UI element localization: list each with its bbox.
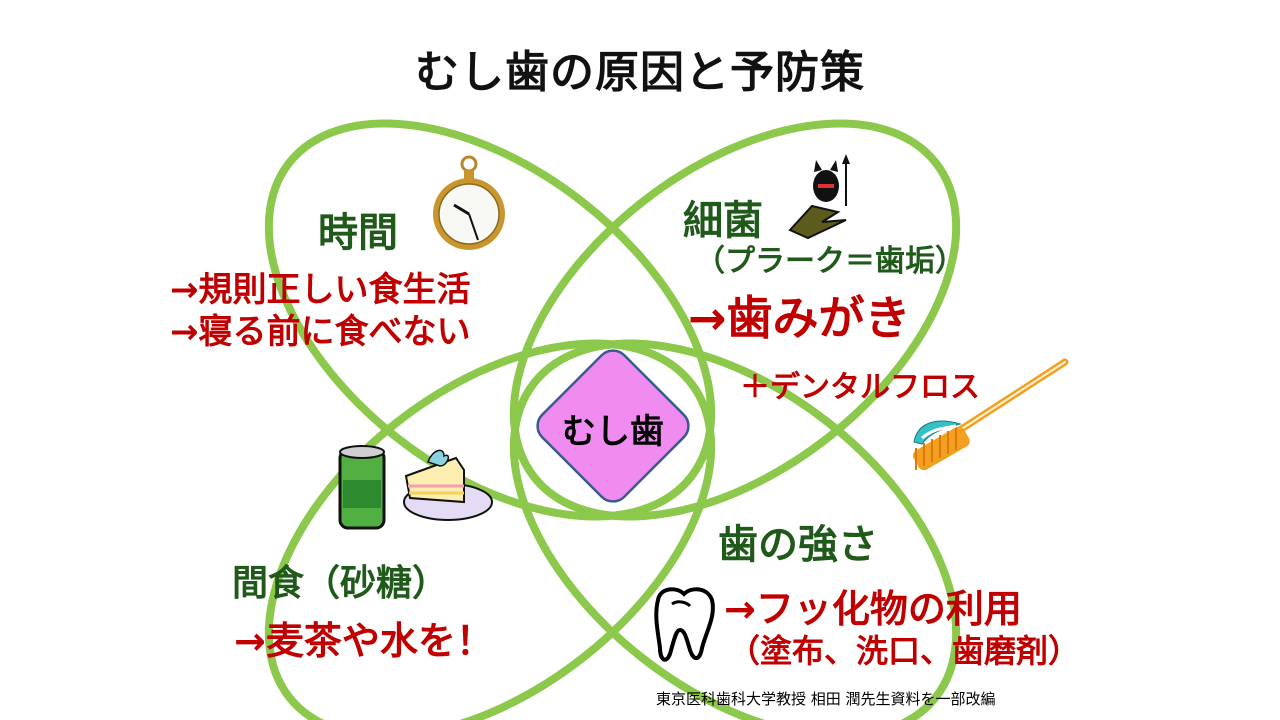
strength-heading: 歯の強さ [718, 522, 878, 568]
center-label: むし歯 [562, 412, 664, 452]
bacteria-extra: ＋デンタルフロス [740, 370, 980, 405]
ring-snacks [264, 339, 716, 720]
time-advice-2: →寝る前に食べない [170, 312, 471, 352]
cake-icon [403, 449, 493, 521]
bacteria-subheading: （プラーク＝歯垢） [695, 244, 965, 279]
bacteria-heading: 細菌 [683, 198, 763, 244]
ring-time [264, 119, 716, 521]
page-title: むし歯の原因と予防策 [415, 47, 865, 98]
soda-can-icon [338, 445, 386, 530]
center-diamond [536, 349, 690, 503]
time-heading: 時間 [318, 210, 398, 256]
toothbrush-icon [912, 358, 1069, 471]
credit-text: 東京医科歯科大学教授 相田 潤先生資料を一部改編 [656, 690, 996, 708]
time-advice-1: →規則正しい食生活 [170, 270, 471, 310]
snacks-advice: →麦茶や水を！ [234, 619, 494, 663]
snacks-heading: 間食（砂糖） [232, 563, 449, 604]
tooth-icon [654, 587, 715, 662]
strength-detail: （塗布、洗口、歯磨剤） [728, 632, 1081, 670]
ring-bacteria [509, 119, 961, 521]
pocket-watch-icon [433, 155, 505, 250]
ring-strength [509, 339, 961, 720]
devil-icon [788, 154, 850, 240]
strength-advice: →フッ化物の利用 [724, 587, 1022, 631]
bacteria-advice: →歯みがき [688, 291, 911, 345]
